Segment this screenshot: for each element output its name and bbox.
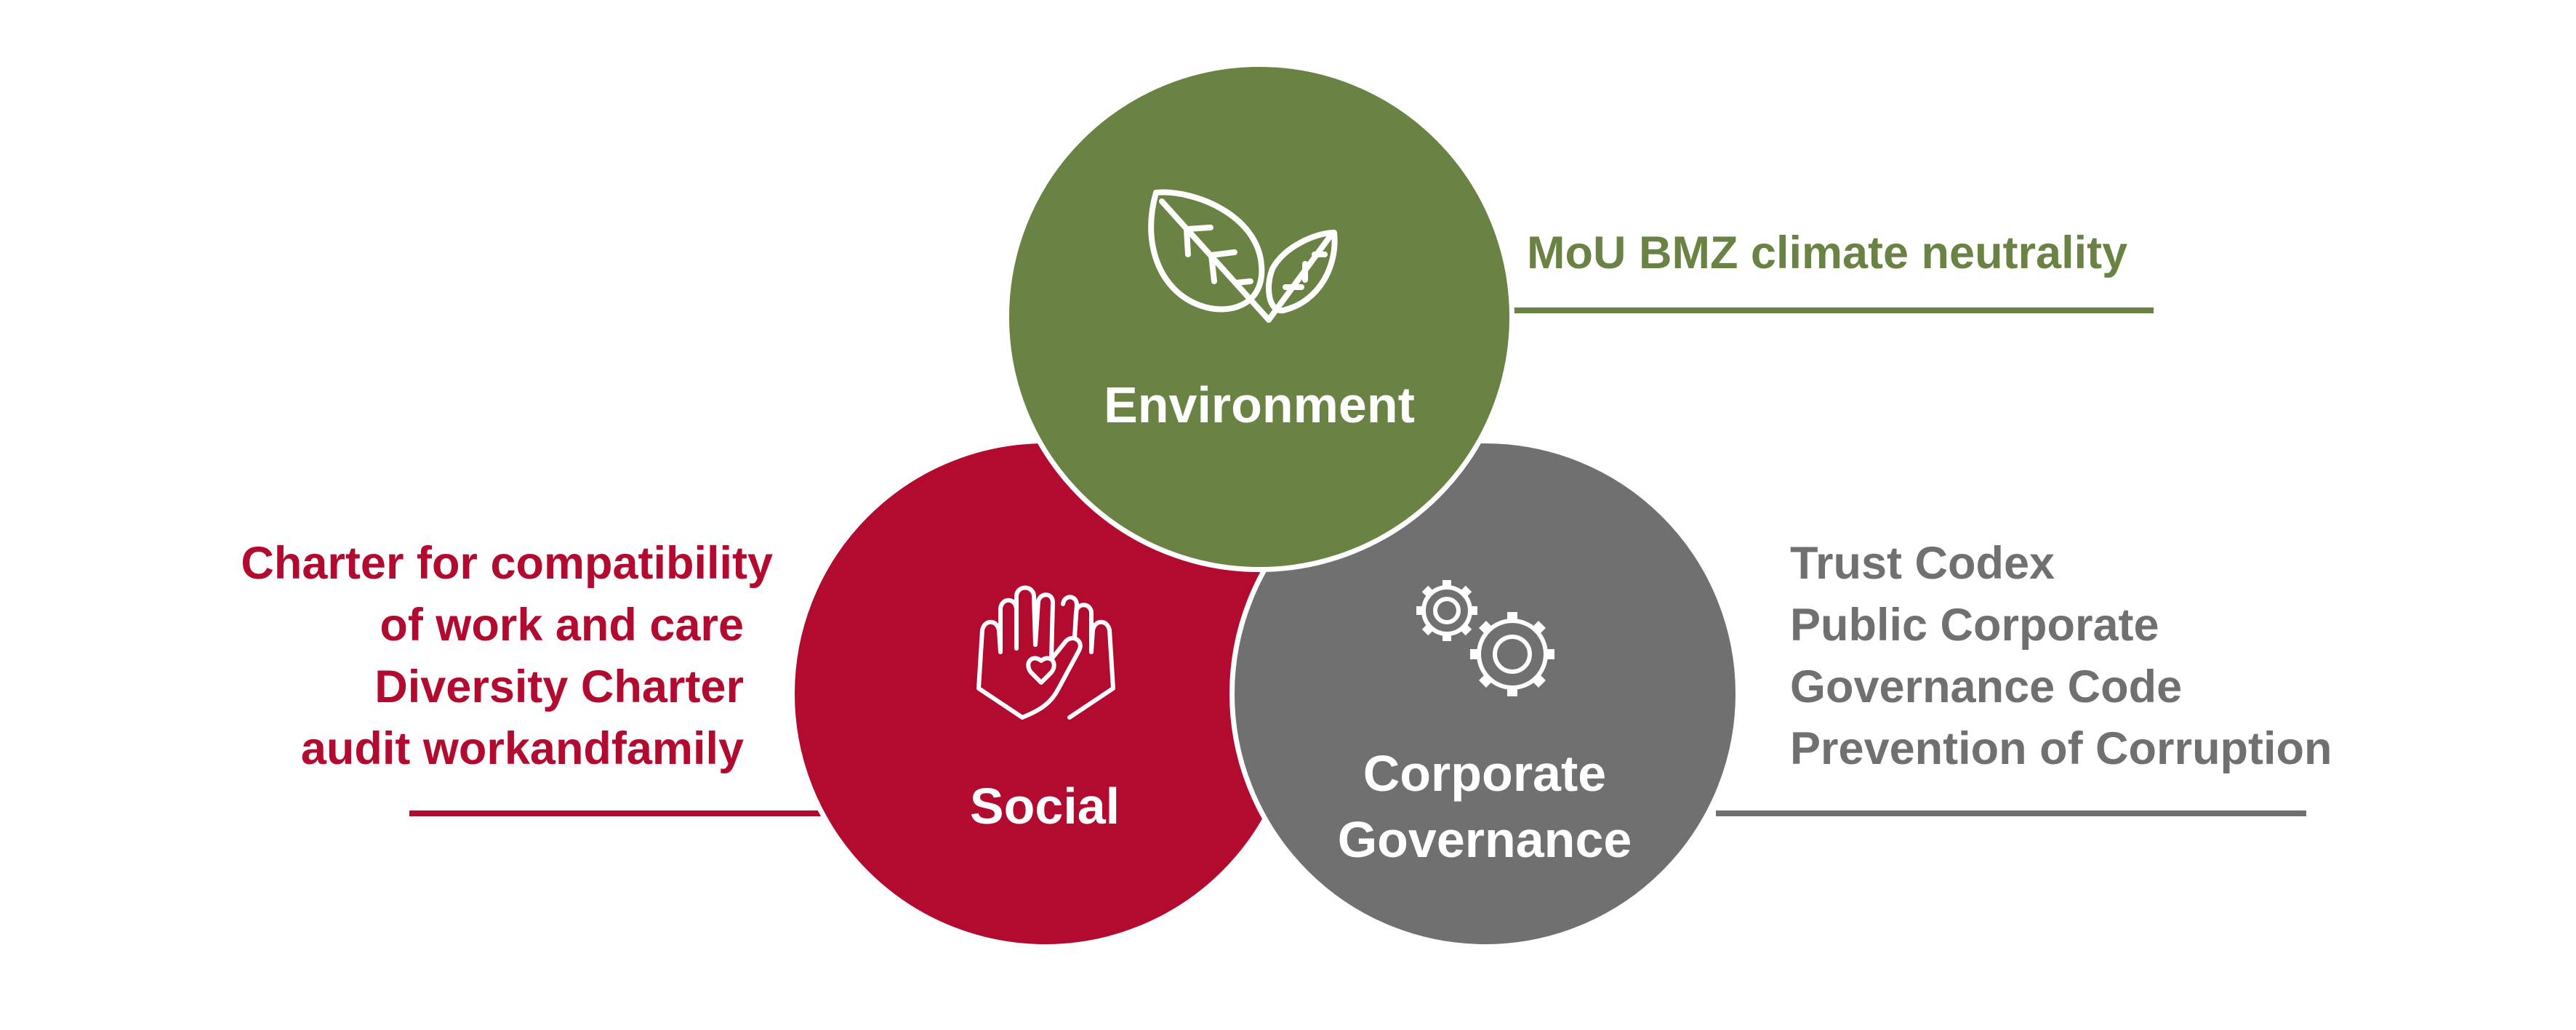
social-item: Diversity Charter — [374, 661, 744, 712]
governance-label-line: Corporate — [1363, 745, 1607, 802]
governance-item: Prevention of Corruption — [1790, 723, 2332, 774]
social-connector-line — [409, 810, 822, 816]
environment-label: Environment — [1104, 377, 1415, 433]
environment-connector-line — [1511, 307, 2154, 313]
governance-item: Trust Codex — [1790, 538, 2055, 589]
social-item: audit workandfamily — [300, 723, 744, 774]
social-item: of work and care — [380, 600, 744, 651]
social-item: Charter for compatibility — [241, 538, 773, 589]
governance-item: Public Corporate — [1790, 600, 2159, 651]
governance-label-line: Governance — [1337, 811, 1632, 868]
governance-item: Governance Code — [1790, 661, 2183, 712]
social-label: Social — [969, 778, 1120, 834]
gears-icon — [1416, 580, 1554, 696]
hands-heart-icon — [976, 585, 1115, 720]
leaf-icon — [1148, 189, 1338, 323]
environment-item: MoU BMZ climate neutrality — [1527, 228, 2128, 278]
environment-circle — [1004, 62, 1514, 572]
governance-connector-line — [1716, 810, 2306, 816]
